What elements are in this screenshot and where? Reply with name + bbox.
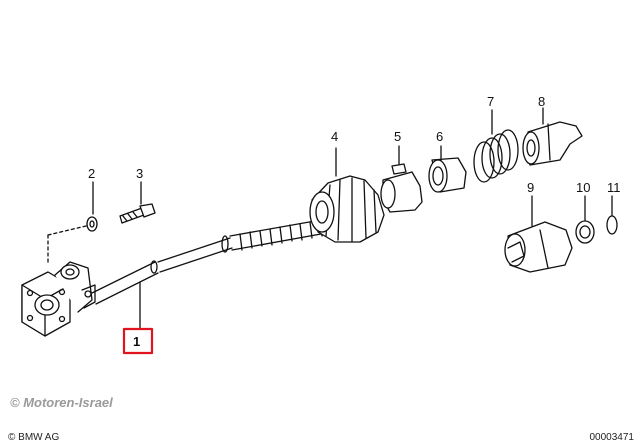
joint-sleeve-part[interactable] <box>504 195 573 273</box>
callout-5[interactable]: 5 <box>394 129 401 144</box>
callout-7[interactable]: 7 <box>487 94 494 109</box>
boot-part[interactable] <box>309 147 385 243</box>
highlight-box <box>122 327 154 355</box>
steering-shaft-part[interactable] <box>21 217 336 337</box>
circlip-part[interactable] <box>606 195 618 235</box>
callout-3[interactable]: 3 <box>136 166 143 181</box>
watermark-text: © Motoren-Israel <box>10 395 113 410</box>
callout-10[interactable]: 10 <box>576 180 590 195</box>
sleeve-part[interactable] <box>522 107 583 166</box>
ring-part[interactable] <box>575 195 595 244</box>
clamp-part[interactable] <box>380 145 423 213</box>
spring-part[interactable] <box>473 109 519 183</box>
callout-8[interactable]: 8 <box>538 94 545 109</box>
document-number: 00003471 <box>589 432 635 443</box>
callout-2[interactable]: 2 <box>88 166 95 181</box>
washer-part[interactable] <box>47 181 98 263</box>
copyright-text: © BMW AG <box>8 432 60 443</box>
bolt-part[interactable] <box>119 181 156 224</box>
callout-9[interactable]: 9 <box>527 180 534 195</box>
callout-11[interactable]: 11 <box>607 180 621 195</box>
callout-4[interactable]: 4 <box>331 129 338 144</box>
bushing-part[interactable] <box>428 145 467 193</box>
callout-1[interactable]: 1 <box>133 334 140 349</box>
callout-6[interactable]: 6 <box>436 129 443 144</box>
